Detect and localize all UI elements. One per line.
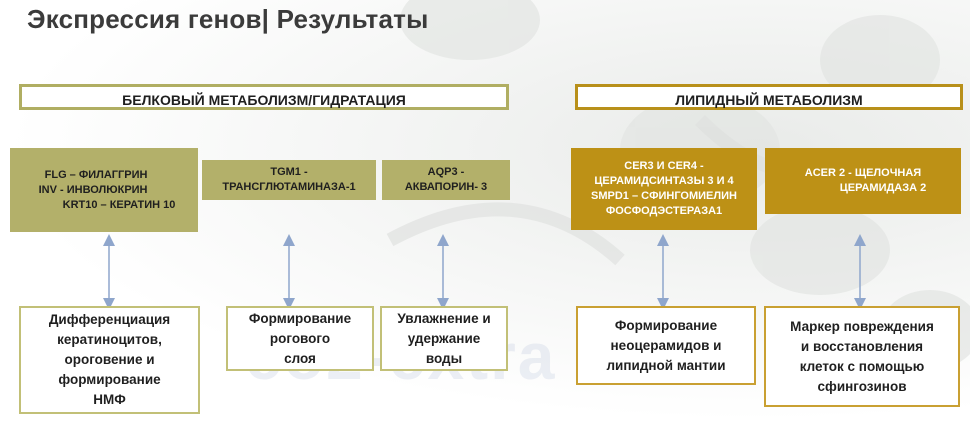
outcome-label: клеток с помощью <box>799 358 925 374</box>
outcome-label: Формирование <box>248 310 352 326</box>
gene-label: AQP3 - <box>427 166 465 178</box>
outcome-label: слоя <box>284 350 316 366</box>
outcome-label: Увлажнение и <box>397 310 491 326</box>
gene-label: ЦЕРАМИДСИНТАЗЫ 3 И 4 <box>594 175 734 187</box>
outcome-label: рогового <box>269 330 331 346</box>
outcome-label: Формирование <box>614 317 718 333</box>
gene-label: ACER 2 - ЩЕЛОЧНАЯ <box>804 167 922 179</box>
outcome-label: удержание <box>407 330 481 346</box>
gene-label: TGM1 - <box>270 166 308 178</box>
gene-box-tgm1: TGM1 - ТРАНСГЛЮТАМИНАЗА-1 <box>202 160 376 200</box>
gene-label: FLG – ФИЛАГГРИН <box>44 168 148 181</box>
outcome-label: воды <box>425 350 463 366</box>
outcome-label: формирование <box>58 372 161 387</box>
gene-box-cer-smpd1: CER3 И CER4 - ЦЕРАМИДСИНТАЗЫ 3 И 4 SMPD1… <box>571 148 757 230</box>
outcome-label: сфингозинов <box>817 378 907 394</box>
gene-label: ТРАНСГЛЮТАМИНАЗА-1 <box>222 181 356 193</box>
gene-label: АКВАПОРИН- 3 <box>404 181 488 193</box>
gene-box-acer2: ACER 2 - ЩЕЛОЧНАЯ ЦЕРАМИДАЗА 2 <box>765 148 961 214</box>
gene-label: ЦЕРАМИДАЗА 2 <box>839 182 927 194</box>
gene-label: ФОСФОДЭСТЕРАЗА1 <box>605 205 723 217</box>
gene-box-aqp3: AQP3 - АКВАПОРИН- 3 <box>382 160 510 200</box>
outcome-label: неоцерамидов и <box>610 337 722 353</box>
outcome-label: липидной мантии <box>606 357 726 373</box>
gene-label: KRT10 – КЕРАТИН 10 <box>62 198 176 211</box>
gene-label: SMPD1 – СФИНГОМИЕЛИН <box>591 190 737 202</box>
outcome-box-neoceramides: Формирование неоцерамидов и липидной ман… <box>576 306 756 385</box>
outcome-box-damage-marker: Маркер повреждения и восстановления клет… <box>764 306 960 407</box>
gene-box-flg-inv-krt10: FLG – ФИЛАГГРИН INV - ИНВОЛЮКРИН KRT10 –… <box>10 148 198 232</box>
gene-label: CER3 И CER4 - <box>624 160 704 172</box>
header-protein-metabolism: БЕЛКОВЫЙ МЕТАБОЛИЗМ/ГИДРАТАЦИЯ <box>19 84 509 110</box>
page-title: Экспрессия генов| Результаты <box>27 4 429 34</box>
outcome-box-differentiation: Дифференциация кератиноцитов, ороговение… <box>19 306 200 414</box>
outcome-label: Маркер повреждения <box>790 318 934 334</box>
outcome-label: кератиноцитов, <box>57 332 162 347</box>
outcome-box-stratum-corneum: Формирование рогового слоя <box>226 306 374 371</box>
outcome-label: Дифференциация <box>48 312 171 327</box>
gene-label: INV - ИНВОЛЮКРИН <box>38 183 148 196</box>
outcome-label: НМФ <box>93 392 126 407</box>
header-lipid-metabolism: ЛИПИДНЫЙ МЕТАБОЛИЗМ <box>575 84 963 110</box>
outcome-label: ороговение и <box>64 352 155 367</box>
outcome-label: и восстановления <box>800 338 924 354</box>
outcome-box-hydration: Увлажнение и удержание воды <box>380 306 508 371</box>
